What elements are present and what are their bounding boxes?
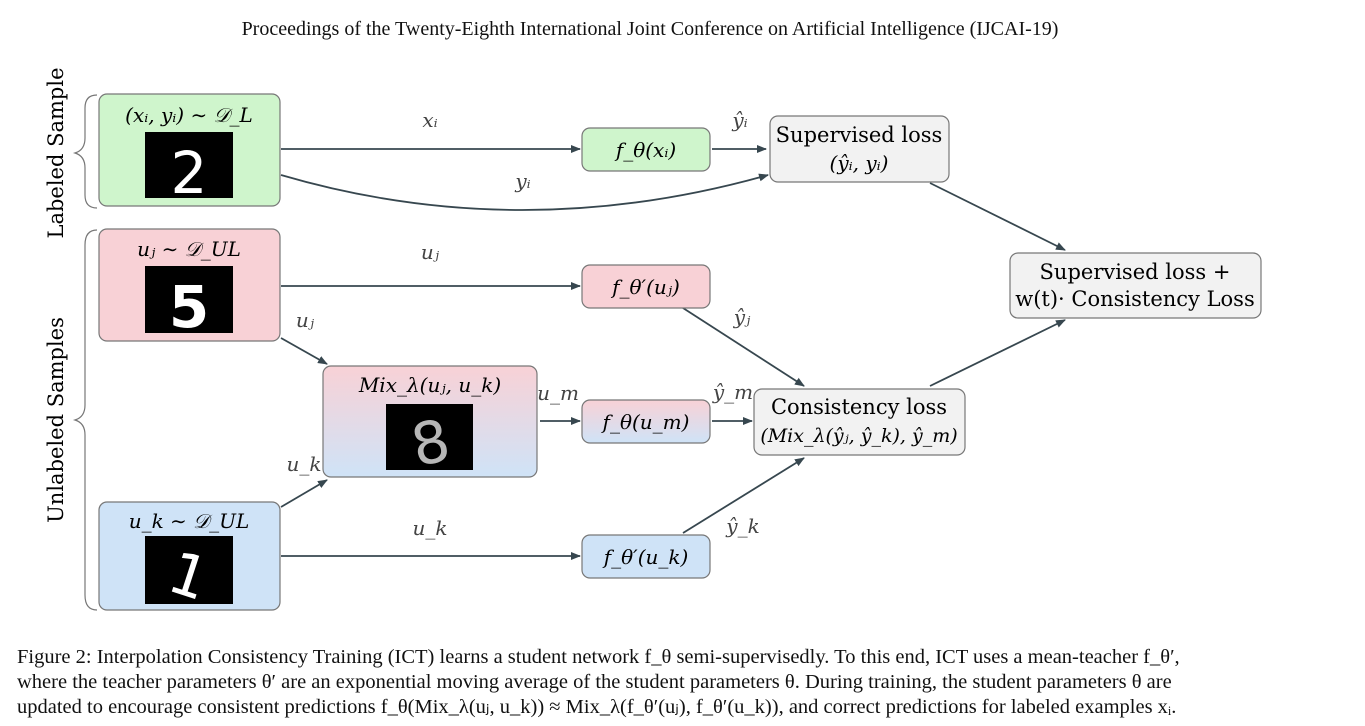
caption-line-2: where the teacher parameters θ′ are an e… [17,671,1172,693]
edge-label-yhat-k: ŷ_k [725,514,759,538]
consistency-loss-box: Consistency loss (Mix_λ(ŷⱼ, ŷ_k), ŷ_m) [753,388,966,456]
edge-yhat-k [682,457,805,534]
edge-yi [280,173,769,211]
edge-label-um: u_m [537,381,579,405]
svg-text:Consistency loss: Consistency loss [771,395,947,419]
supervised-loss-box: Supervised loss (ŷᵢ, yᵢ) [769,115,950,183]
edge-yhat-j [682,307,805,387]
edge-label-uj-top: uⱼ [421,240,440,264]
edge-label-uk-bottom: u_k [413,516,448,540]
mnist-digit-5: 5 [169,273,209,341]
edge-label-uk-mix: u_k [287,452,322,476]
mix-box-label: Mix_λ(uⱼ, u_k) [358,373,501,397]
edge-label-yhat-i: ŷᵢ [731,108,747,132]
ict-diagram: Labeled Sample Unlabeled Samples xᵢ yᵢ ŷ… [44,67,1262,614]
unlabeled-brace [72,229,98,611]
unlabeled-samples-label: Unlabeled Samples [44,317,68,523]
svg-text:Supervised loss: Supervised loss [776,123,943,147]
edge-label-yhat-m: ŷ_m [712,380,753,404]
page-header: Proceedings of the Twenty-Eighth Interna… [241,18,1059,40]
edge-label-xi: xᵢ [422,108,437,132]
labeled-sample-label: Labeled Sample [44,67,68,238]
labeled-sample-box: (xᵢ, yᵢ) ∼ 𝒟_L 2 [98,93,281,207]
caption-line-3: updated to encourage consistent predicti… [17,696,1177,718]
unlabeled-uj-box: uⱼ ∼ 𝒟_UL 5 [98,228,281,342]
student-network-xi: f_θ(xᵢ) [581,127,711,172]
teacher-network-uk: f_θ′(u_k) [581,534,711,579]
edge-consistency-total [929,319,1066,387]
mnist-digit-2: 2 [171,139,208,207]
svg-text:f_θ(u_m): f_θ(u_m) [601,410,690,434]
edge-label-uj-mix: uⱼ [296,308,315,332]
mnist-image-2 [145,132,233,198]
edge-label-yhat-j: ŷⱼ [733,305,751,329]
unlabeled-uk-dist: u_k ∼ 𝒟_UL [129,509,250,533]
caption-line-1: Figure 2: Interpolation Consistency Trai… [17,646,1180,668]
edge-label-yi: yᵢ [514,169,530,193]
teacher-network-uj: f_θ′(uⱼ) [581,264,711,309]
unlabeled-uj-dist: uⱼ ∼ 𝒟_UL [137,237,241,261]
svg-text:f_θ(xᵢ): f_θ(xᵢ) [614,138,676,162]
mix-box: Mix_λ(uⱼ, u_k) 8 [322,365,538,480]
edge-supervised-total [929,182,1066,251]
svg-text:(ŷᵢ, yᵢ): (ŷᵢ, yᵢ) [830,151,889,175]
svg-text:(Mix_λ(ŷⱼ, ŷ_k), ŷ_m): (Mix_λ(ŷⱼ, ŷ_k), ŷ_m) [760,425,957,447]
svg-text:f_θ′(u_k): f_θ′(u_k) [602,545,689,569]
labeled-brace [72,94,98,209]
mnist-image-5 [145,266,233,333]
student-network-um: f_θ(u_m) [581,399,711,444]
unlabeled-uk-box: u_k ∼ 𝒟_UL 1 [98,501,281,614]
labeled-sample-dist: (xᵢ, yᵢ) ∼ 𝒟_L [125,103,253,127]
edge-uj-mix [280,337,328,365]
mnist-image-mix [386,404,473,470]
svg-text:w(t)· Consistency Loss: w(t)· Consistency Loss [1015,287,1255,311]
figure-caption: Figure 2: Interpolation Consistency Trai… [17,645,1337,720]
svg-text:Supervised loss +: Supervised loss + [1040,260,1231,284]
mnist-image-1 [145,536,233,604]
svg-text:f_θ′(uⱼ): f_θ′(uⱼ) [610,275,680,299]
edge-uk-mix [280,479,328,508]
total-loss-box: Supervised loss + w(t)· Consistency Loss [1009,252,1262,319]
